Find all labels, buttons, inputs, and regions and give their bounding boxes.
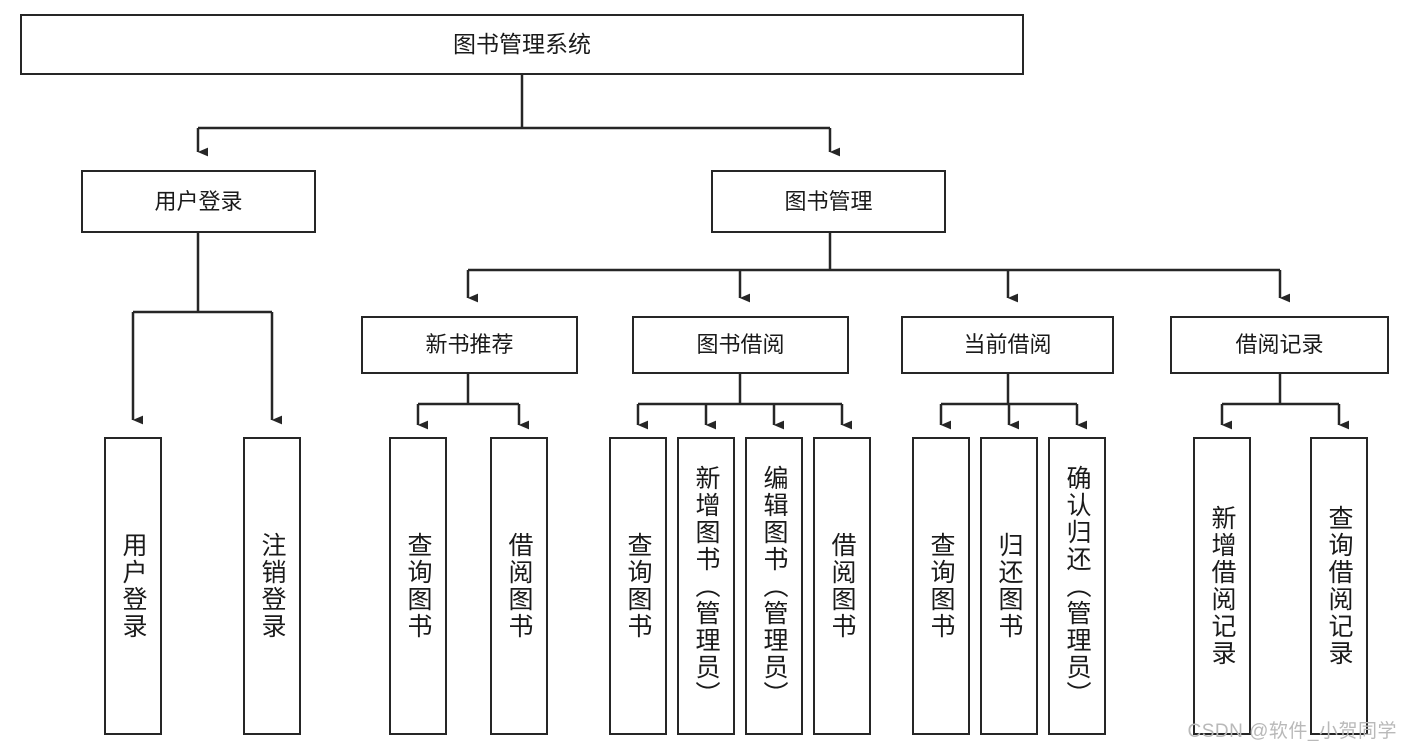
node-label: 查询借阅记录: [1325, 505, 1353, 667]
node-book-borrow[interactable]: 图书借阅: [632, 316, 849, 374]
node-root-system[interactable]: 图书管理系统: [20, 14, 1024, 75]
node-label: 借阅图书: [505, 532, 533, 640]
node-leaf-borrow-book-2[interactable]: 借阅图书: [813, 437, 871, 735]
node-label: 借阅记录: [1235, 332, 1324, 358]
node-label: 图书管理系统: [453, 31, 591, 58]
node-leaf-query-book-2[interactable]: 查询图书: [609, 437, 667, 735]
node-label: 用户登录: [154, 188, 243, 214]
node-label: 确认归还（管理员）: [1063, 464, 1091, 708]
node-user-login[interactable]: 用户登录: [81, 170, 316, 233]
node-label: 注销登录: [258, 532, 286, 640]
node-new-book-recommend[interactable]: 新书推荐: [361, 316, 578, 374]
node-leaf-borrow-book-1[interactable]: 借阅图书: [490, 437, 548, 735]
node-leaf-confirm-return[interactable]: 确认归还（管理员）: [1048, 437, 1106, 735]
node-label: 查询图书: [927, 532, 955, 640]
node-label: 查询图书: [404, 532, 432, 640]
node-label: 新书推荐: [425, 332, 514, 358]
node-label: 当前借阅: [963, 332, 1052, 358]
node-current-borrow[interactable]: 当前借阅: [901, 316, 1114, 374]
node-leaf-add-record[interactable]: 新增借阅记录: [1193, 437, 1251, 735]
node-leaf-query-record[interactable]: 查询借阅记录: [1310, 437, 1368, 735]
node-leaf-edit-book[interactable]: 编辑图书（管理员）: [745, 437, 803, 735]
node-label: 新增图书（管理员）: [692, 464, 720, 708]
node-label: 新增借阅记录: [1208, 505, 1236, 667]
node-label: 查询图书: [624, 532, 652, 640]
node-label: 归还图书: [995, 532, 1023, 640]
watermark-text: CSDN @软件_小贺同学: [1187, 721, 1397, 742]
node-borrow-record[interactable]: 借阅记录: [1170, 316, 1389, 374]
node-leaf-user-login[interactable]: 用户登录: [104, 437, 162, 735]
node-leaf-query-book-3[interactable]: 查询图书: [912, 437, 970, 735]
node-leaf-add-book[interactable]: 新增图书（管理员）: [677, 437, 735, 735]
node-label: 借阅图书: [828, 532, 856, 640]
node-book-management[interactable]: 图书管理: [711, 170, 946, 233]
node-leaf-logout-login[interactable]: 注销登录: [243, 437, 301, 735]
node-label: 用户登录: [119, 532, 147, 640]
node-label: 编辑图书（管理员）: [760, 464, 788, 708]
node-leaf-query-book-1[interactable]: 查询图书: [389, 437, 447, 735]
node-label: 图书管理: [784, 188, 873, 214]
node-leaf-return-book[interactable]: 归还图书: [980, 437, 1038, 735]
node-label: 图书借阅: [696, 332, 785, 358]
